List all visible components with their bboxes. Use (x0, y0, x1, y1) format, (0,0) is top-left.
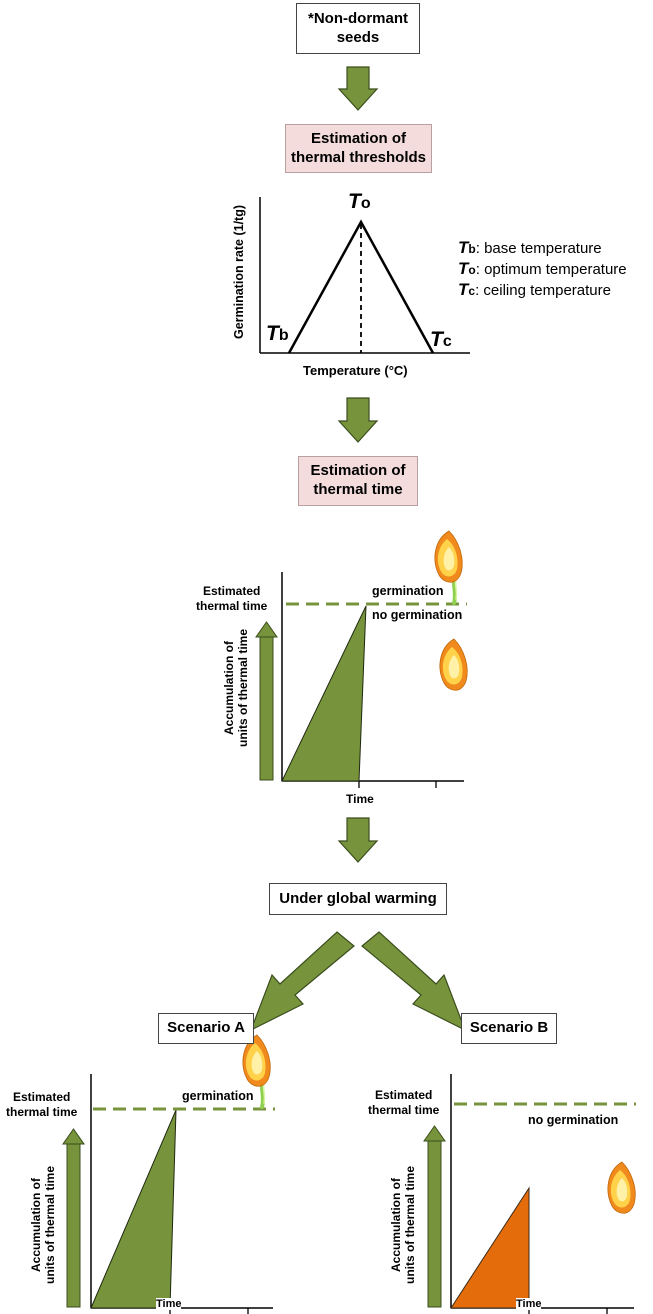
non-dormant-seeds-text: *Non-dormant seeds (308, 9, 408, 46)
scenario-a-accumulation (90, 1109, 177, 1309)
tc-label: Tc (430, 328, 452, 351)
time-axis-label: Time (346, 792, 374, 806)
to-label: To (348, 190, 371, 213)
thermal-time-text: Estimation of thermal time (310, 462, 406, 498)
thermal-time-box: Estimation of thermal time (298, 456, 418, 506)
scenario-b-arrow-head (423, 1125, 446, 1142)
down-arrow-1 (337, 66, 379, 111)
scenario-a-germination-label: germination (182, 1089, 254, 1103)
scenario-a-text: Scenario A (167, 1019, 245, 1037)
scenario-a-accumulation-axis-label: Accumulation of units of thermal time (29, 1166, 58, 1285)
scenario-b-time-label: Time (516, 1298, 542, 1310)
scenario-b-accumulation (450, 1186, 530, 1309)
scenario-b-accumulation-axis-label: Accumulation of units of thermal time (389, 1166, 418, 1285)
thermal-thresholds-text: Estimation of thermal thresholds (290, 129, 427, 166)
down-arrow-2 (337, 397, 379, 443)
legend-optimum-temperature: To: optimum temperature (458, 259, 627, 278)
accumulation-arrow-shaft (259, 636, 274, 781)
no-germination-label: no germination (372, 608, 463, 622)
temperature-axis-label: Temperature (°C) (303, 363, 408, 378)
scenario-a-arrow-head (62, 1128, 85, 1145)
diagonal-arrow-left (249, 931, 355, 1032)
accumulation-arrow-head (255, 621, 278, 638)
scenario-b-arrow-shaft (427, 1140, 442, 1308)
scenario-a-time-label: Time (156, 1298, 182, 1310)
down-arrow-3 (337, 817, 379, 863)
diagonal-arrow-right (361, 931, 467, 1032)
scenario-b-no-germination-label: no germination (528, 1113, 619, 1127)
scenario-b-text: Scenario B (469, 1019, 549, 1037)
global-warming-box: Under global warming (269, 883, 447, 915)
seed-icon (439, 638, 468, 691)
scenario-b-plot (423, 1074, 636, 1314)
scenario-a-arrow-shaft (66, 1143, 81, 1308)
legend-base-temperature: Tb: base temperature (458, 238, 602, 257)
thermal-time-plot (255, 530, 468, 788)
accumulation-axis-label: Accumulation of units of thermal time (222, 629, 251, 748)
thermal-time-accumulation (281, 605, 367, 782)
thermal-thresholds-box: Estimation of thermal thresholds (285, 124, 432, 173)
scenario-b-seed-icon (607, 1161, 636, 1214)
threshold-plot (259, 197, 470, 354)
germination-label: germination (372, 584, 444, 598)
threshold-curve (287, 219, 435, 354)
scenario-a-plot (62, 1034, 275, 1314)
scenario-b-box: Scenario B (461, 1013, 557, 1044)
tb-label: Tb (266, 322, 289, 345)
non-dormant-seeds-box: *Non-dormant seeds (296, 3, 420, 54)
global-warming-text: Under global warming (279, 889, 437, 907)
legend-ceiling-temperature: Tc: ceiling temperature (458, 280, 611, 299)
scenario-b-estimated-thermal-time-label: Estimated thermal time (368, 1088, 440, 1117)
estimated-thermal-time-label: Estimated thermal time (196, 584, 268, 613)
scenario-a-box: Scenario A (158, 1013, 254, 1044)
germination-rate-axis-label: Germination rate (1/tg) (232, 204, 246, 340)
scenario-a-estimated-thermal-time-label: Estimated thermal time (6, 1090, 78, 1119)
